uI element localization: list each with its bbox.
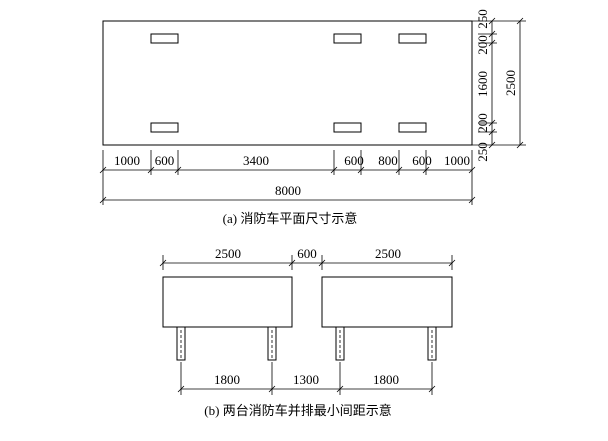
vehicle-1-body xyxy=(162,276,293,328)
bottom-dimension-chain-b: 1800 1300 1800 xyxy=(177,362,436,395)
dim-a-right-1: 250 xyxy=(475,9,490,29)
dim-b-bottom-1: 1800 xyxy=(214,372,240,387)
figure-b: 2500 600 2500 xyxy=(159,246,456,418)
dim-a-bottom-7: 1000 xyxy=(444,153,470,168)
dim-b-top-3: 2500 xyxy=(375,246,401,261)
total-dimension: 8000 xyxy=(99,183,476,204)
vehicle-1-leg-left xyxy=(176,326,186,361)
pad-bottom-3 xyxy=(398,122,427,133)
dim-a-right-2: 200 xyxy=(475,35,490,55)
dim-a-right-total: 2500 xyxy=(503,70,518,96)
right-total-dimension: 2500 xyxy=(503,17,524,149)
figure-a: 1000 600 3400 600 800 600 1000 8000 xyxy=(99,9,526,226)
dim-a-bottom-2: 600 xyxy=(155,153,175,168)
vehicle-2-leg-right xyxy=(427,326,437,361)
vehicle-1 xyxy=(162,276,293,361)
dim-a-bottom-3: 3400 xyxy=(243,153,269,168)
caption-a: (a) 消防车平面尺寸示意 xyxy=(223,211,358,226)
vehicle-plan-outline xyxy=(102,20,473,146)
vehicle-1-leg-right xyxy=(267,326,277,361)
dim-b-bottom-3: 1800 xyxy=(373,372,399,387)
pad-bottom-2 xyxy=(333,122,362,133)
dim-a-right-5: 250 xyxy=(475,142,490,162)
pad-bottom-1 xyxy=(150,122,179,133)
vehicle-2 xyxy=(321,276,453,361)
dim-b-top-1: 2500 xyxy=(215,246,241,261)
dim-b-bottom-2: 1300 xyxy=(293,372,319,387)
dim-a-bottom-1: 1000 xyxy=(114,153,140,168)
dim-a-bottom-5: 800 xyxy=(378,153,398,168)
dim-a-total: 8000 xyxy=(275,183,301,198)
dim-a-right-3: 1600 xyxy=(475,71,490,97)
dim-b-top-2: 600 xyxy=(297,246,317,261)
right-dimension-chain: 250 200 1600 200 250 xyxy=(472,9,526,162)
vehicle-2-leg-left xyxy=(335,326,345,361)
pad-top-1 xyxy=(150,33,179,44)
top-dimension-chain: 2500 600 2500 xyxy=(159,246,456,270)
pad-top-3 xyxy=(398,33,427,44)
pad-top-2 xyxy=(333,33,362,44)
dim-a-right-4: 200 xyxy=(475,113,490,133)
bottom-dimension-chain: 1000 600 3400 600 800 600 1000 xyxy=(99,150,476,205)
dim-a-bottom-6: 600 xyxy=(412,153,432,168)
caption-b: (b) 两台消防车并排最小间距示意 xyxy=(204,403,391,418)
dim-a-bottom-4: 600 xyxy=(344,153,364,168)
vehicle-2-body xyxy=(321,276,453,328)
